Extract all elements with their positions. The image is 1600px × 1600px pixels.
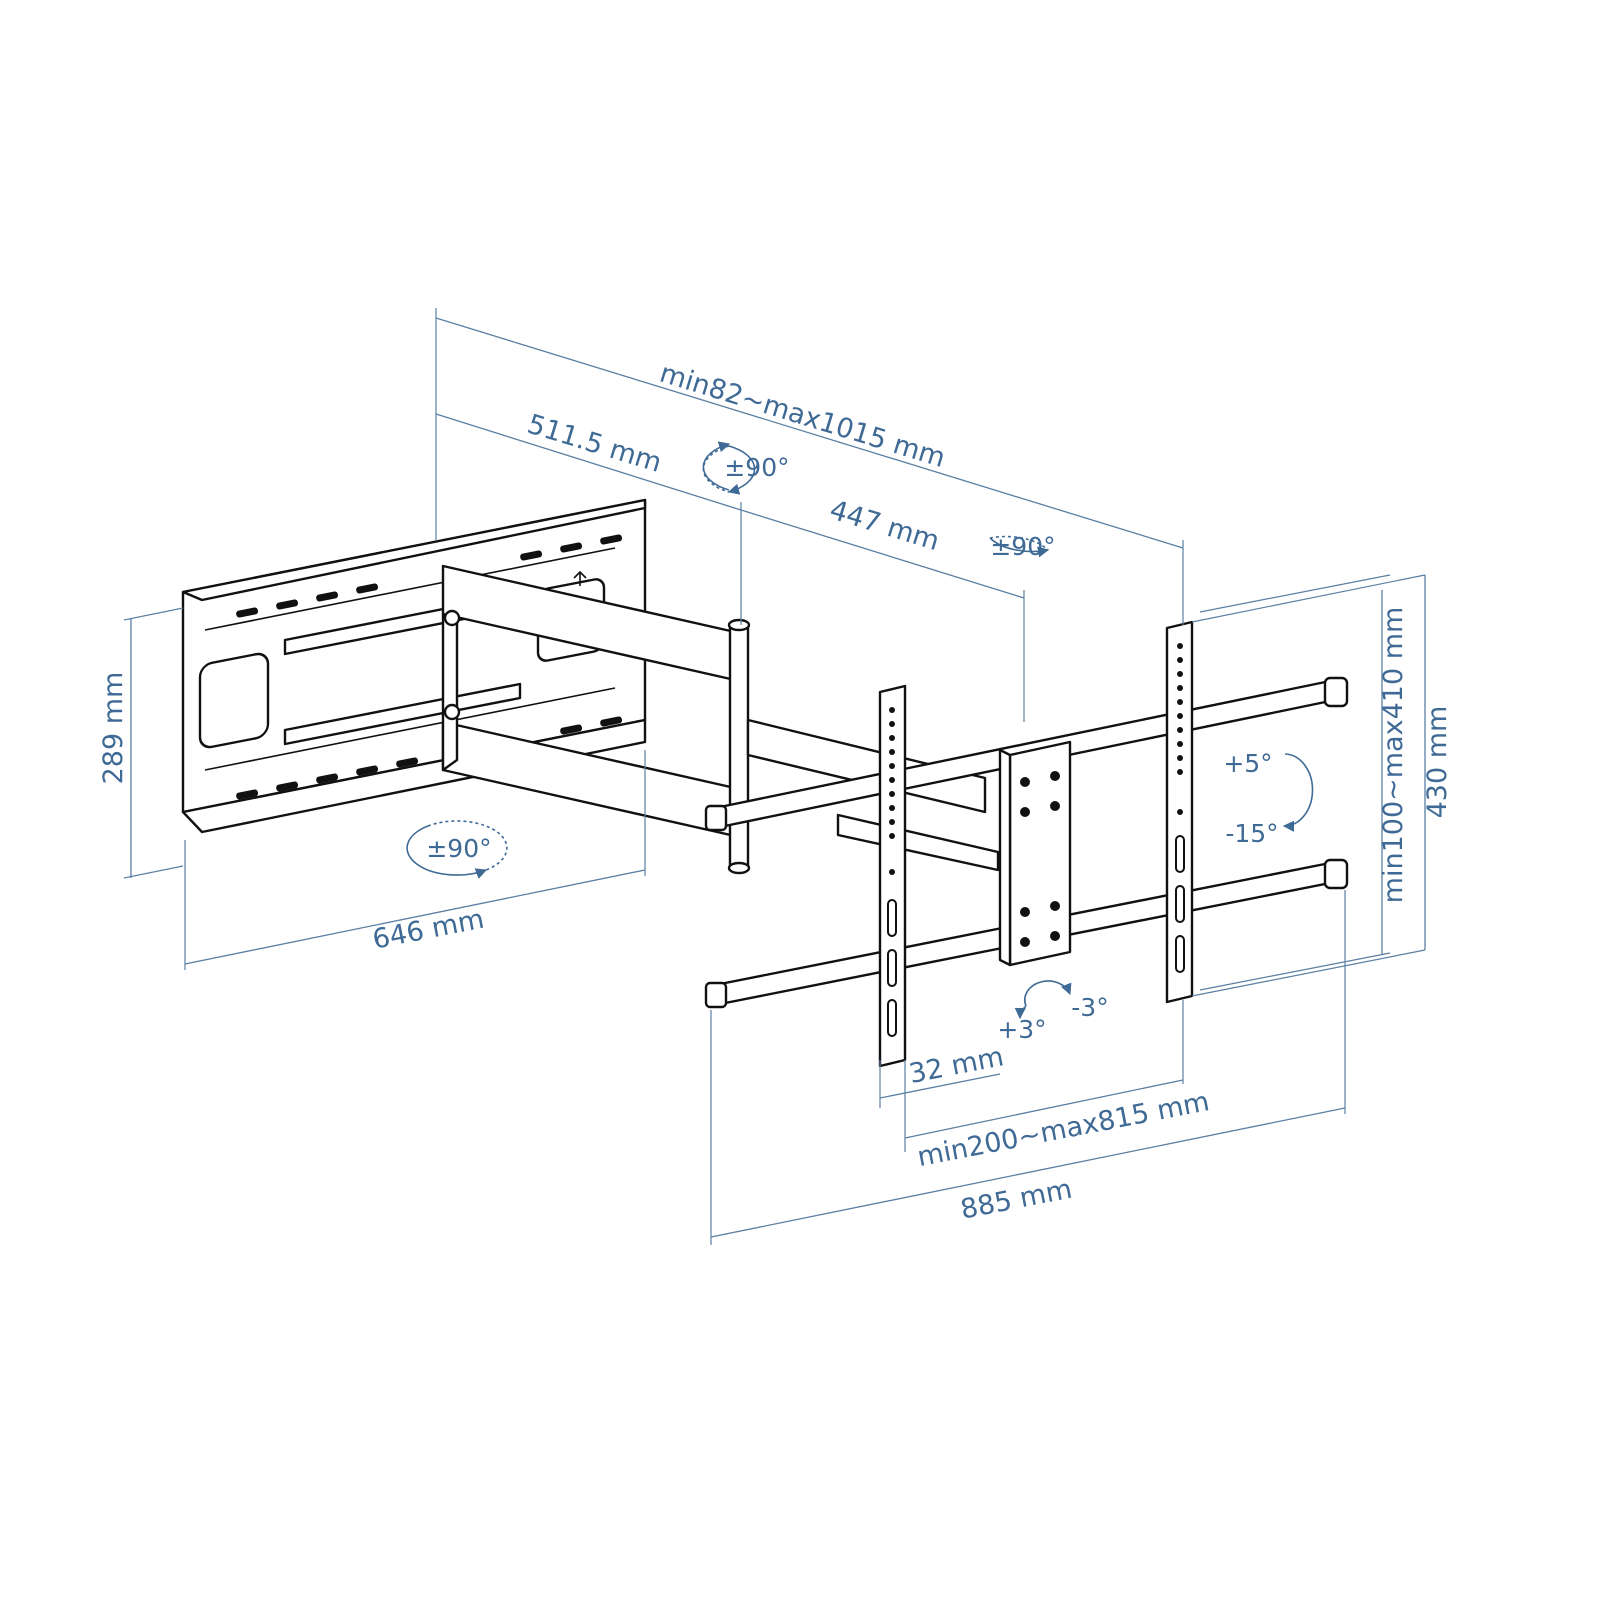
vesa-bracket-left xyxy=(878,684,907,1068)
tilt-down-label: -15° xyxy=(1225,819,1278,848)
swivel-wall-label: ±90° xyxy=(426,834,491,863)
bracket-height-label: 430 mm xyxy=(1422,706,1453,819)
arm-bar-width-label: 885 mm xyxy=(958,1174,1075,1226)
tilt-indicator: +5° -15° xyxy=(1223,749,1314,848)
swivel-elbow-label: ±90° xyxy=(724,453,789,482)
level-indicator: +3° -3° xyxy=(997,980,1109,1044)
tilt-head-plate xyxy=(998,740,1072,967)
swivel-head-indicator: ±90° xyxy=(989,532,1056,561)
arm-segment-2-label: 447 mm xyxy=(826,495,943,558)
wall-plate-height-label: 289 mm xyxy=(98,672,129,785)
vesa-bracket-right xyxy=(1165,620,1194,1004)
level-minus-label: -3° xyxy=(1071,993,1108,1022)
tilt-up-label: +5° xyxy=(1223,749,1272,778)
swivel-wall-indicator: ±90° xyxy=(406,820,508,879)
dimension-lines xyxy=(123,308,1426,1245)
swivel-elbow-indicator: ±90° xyxy=(702,441,790,495)
vesa-vertical-range-label: min100~max410 mm xyxy=(1378,607,1409,904)
total-extension-label: min82~max1015 mm xyxy=(656,358,949,474)
vesa-horizontal-range-label: min200~max815 mm xyxy=(915,1086,1212,1173)
wall-plate-width-label: 646 mm xyxy=(370,904,487,956)
arm-segment-1-label: 511.5 mm xyxy=(524,409,665,479)
level-plus-label: +3° xyxy=(997,1015,1046,1044)
swivel-head-label: ±90° xyxy=(990,532,1055,561)
swing-arm xyxy=(441,564,1000,875)
